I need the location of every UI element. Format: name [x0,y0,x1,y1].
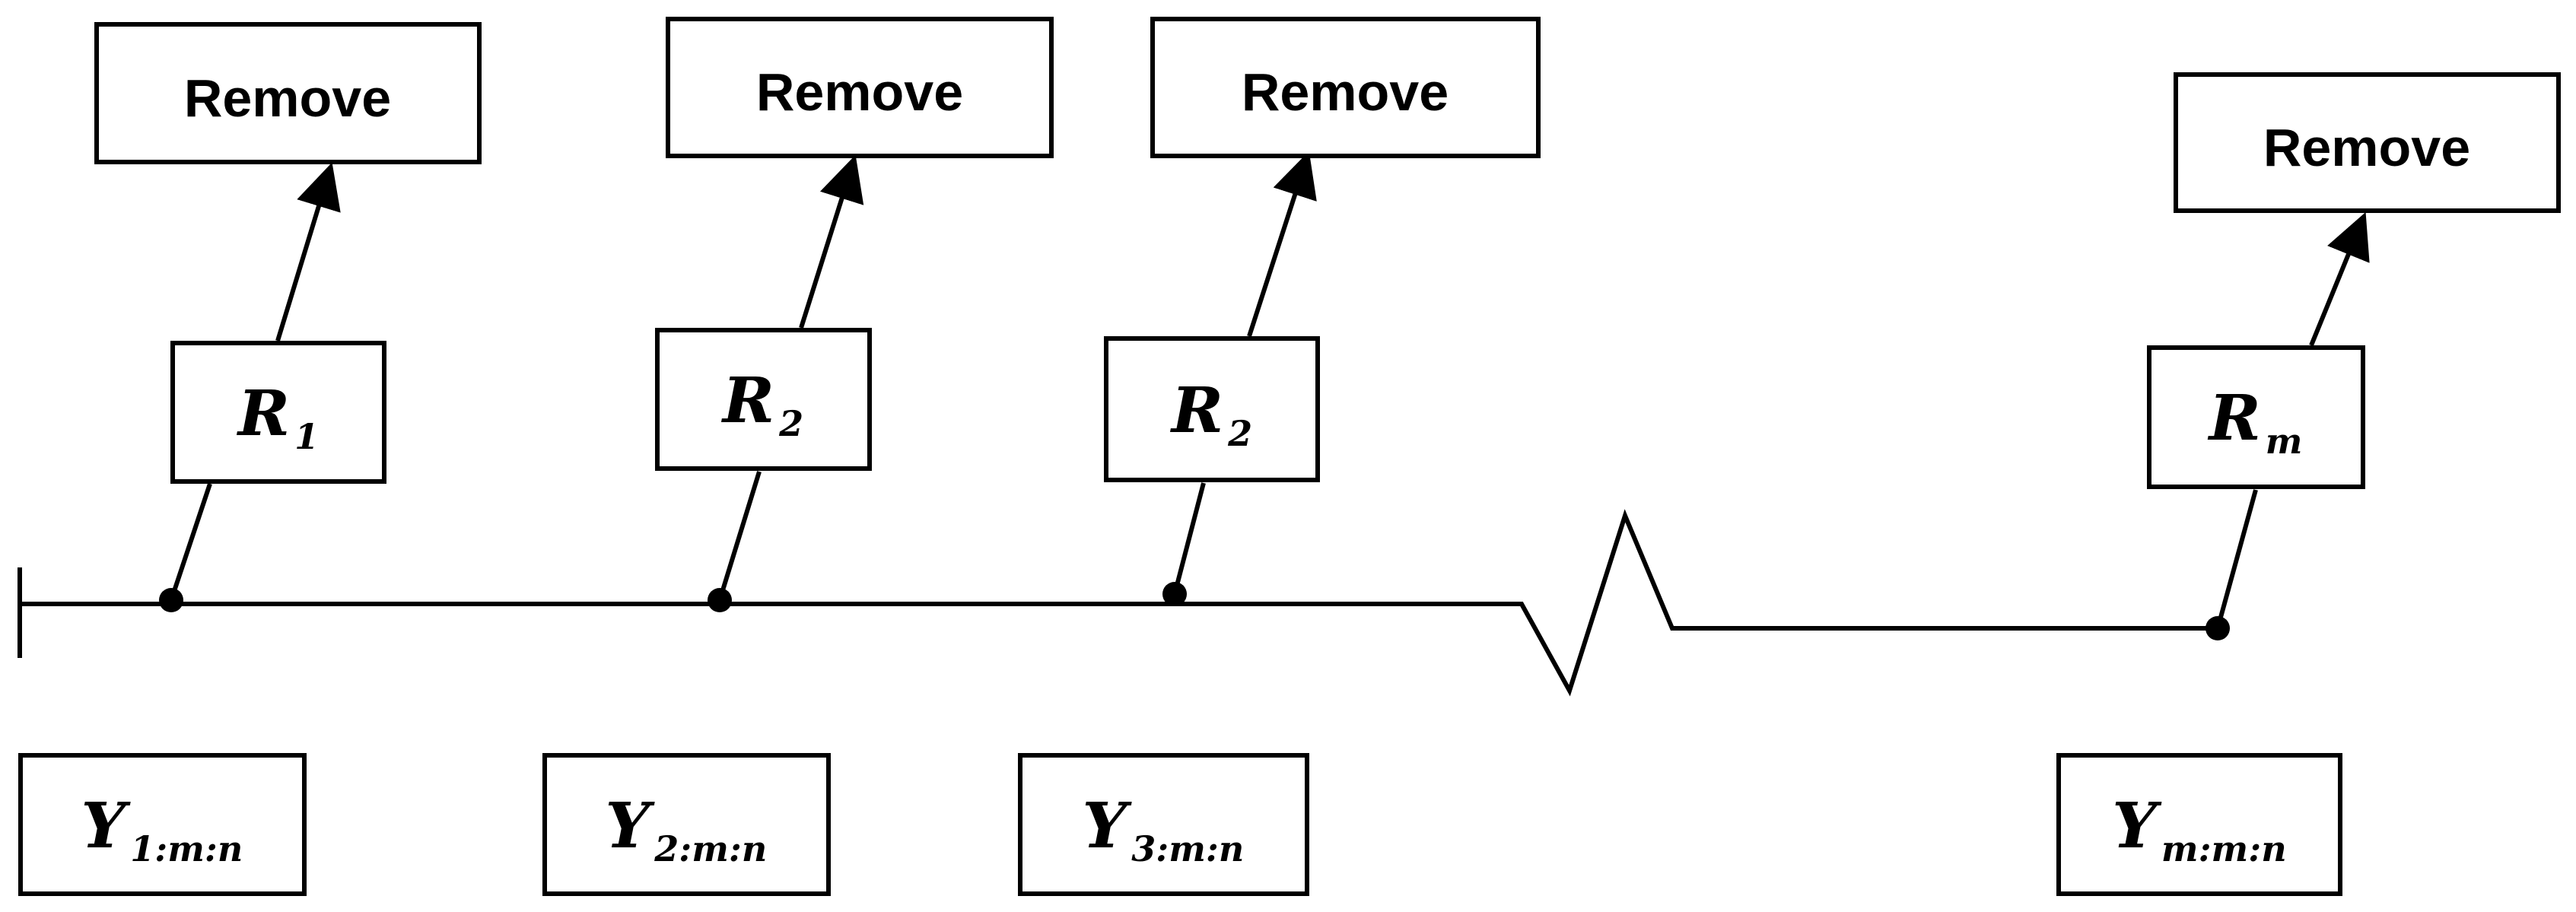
dot-to-r-line-4 [2215,489,2258,629]
y-subscript: m:m:n [2161,828,2287,869]
r-symbol: R [237,377,290,450]
svg-text:R2: R2 [1170,374,1252,454]
timeline [20,509,2218,697]
r-to-remove-arrow-2 [799,154,864,329]
dot-to-r-line-3 [1172,482,1206,595]
svg-text:Y1:m:n: Y1:m:n [81,790,243,869]
remove-label: Remove [756,62,963,122]
y-symbol: Y [1083,790,1133,863]
svg-text:Y2:m:n: Y2:m:n [606,790,768,869]
remove-box-1: Remove [94,22,482,164]
remove-label: Remove [1242,62,1449,122]
remove-box-3: Remove [1150,17,1541,158]
y-subscript: 2:m:n [654,828,767,869]
r-to-remove-arrow-1 [275,162,341,342]
remove-label: Remove [184,68,391,128]
r-subscript: 2 [778,403,803,444]
y-subscript: 3:m:n [1131,828,1244,869]
r-subscript: m [2266,421,2303,462]
svg-text:Rm: Rm [2208,382,2303,462]
remove-label: Remove [2263,118,2470,177]
y-symbol: Y [606,790,656,863]
r-symbol: R [721,364,774,437]
remove-box-2: Remove [666,17,1054,158]
y-subscript: 1:m:n [130,828,243,869]
svg-text:R1: R1 [237,377,319,457]
r-subscript: 1 [294,416,319,457]
svg-text:Ym:m:n: Ym:m:n [2112,790,2286,869]
r-symbol: R [2208,382,2261,455]
r-symbol: R [1170,374,1223,447]
svg-text:R2: R2 [721,364,803,444]
y-symbol: Y [2112,790,2162,863]
r-to-remove-arrow-3 [1247,151,1317,337]
y-symbol: Y [81,790,132,863]
dot-to-r-line-2 [717,471,762,601]
r-to-remove-arrow-4 [2309,211,2370,347]
remove-box-4: Remove [2174,72,2561,213]
svg-text:Y3:m:n: Y3:m:n [1083,790,1245,869]
dot-to-r-line-1 [169,483,212,601]
r-subscript: 2 [1227,413,1252,454]
